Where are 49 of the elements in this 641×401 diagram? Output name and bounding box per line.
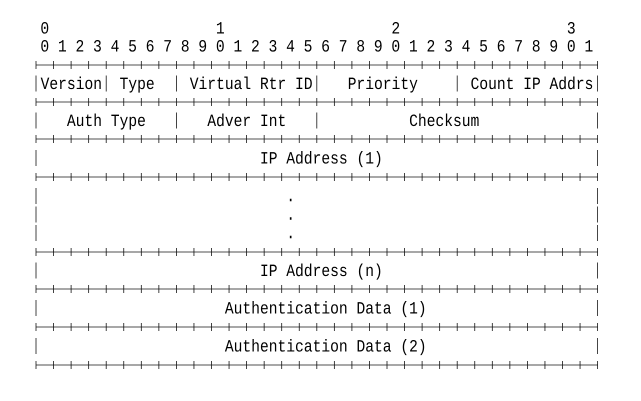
field-name: Virtual Rtr ID (190, 76, 312, 90)
bit-number: 8 (357, 40, 364, 52)
bit-number: 5 (480, 40, 487, 52)
bit-number: 7 (515, 40, 522, 52)
field-name: Checksum (410, 114, 479, 126)
bit-number: 8 (182, 40, 189, 52)
bit-number: 5 (304, 40, 312, 52)
ellipsis-dots: . . . (290, 198, 292, 238)
bit-number: 2 (392, 22, 400, 34)
bit-number: 9 (374, 40, 382, 52)
bit-number: 6 (146, 40, 154, 52)
bit-number: 1 (586, 40, 592, 52)
bit-number: 0 (392, 40, 400, 52)
field-name: IP Address (n) (261, 264, 380, 280)
bit-number: 3 (568, 22, 575, 34)
bit-number: 4 (286, 40, 294, 52)
field-name: Type (120, 78, 154, 93)
bit-number: 3 (444, 40, 452, 52)
field-name: Authentication Data (1) (224, 301, 424, 318)
bit-number: 4 (111, 40, 119, 52)
bit-number: 3 (269, 40, 276, 52)
bit-number: 2 (76, 40, 84, 52)
bit-number: 0 (568, 40, 575, 52)
bit-number: 9 (550, 40, 558, 52)
field-name: Adver Int (207, 114, 285, 126)
bit-number: 7 (164, 40, 171, 52)
bit-number: 2 (252, 40, 259, 52)
field-name: Auth Type (66, 114, 145, 130)
bit-number: 2 (428, 40, 434, 52)
field-name: IP Address (1) (261, 151, 380, 168)
bit-number: 0 (41, 22, 48, 34)
field-name: Authentication Data (2) (224, 339, 424, 356)
bit-number: 8 (532, 40, 540, 52)
bit-number: 6 (322, 40, 330, 52)
bit-number: 1 (59, 40, 66, 52)
bit-number: 1 (410, 40, 417, 52)
bit-number: 5 (129, 40, 136, 52)
bit-number: 6 (498, 40, 505, 52)
bit-number: 1 (234, 40, 242, 52)
bit-number: 7 (340, 40, 346, 52)
bit-number: 9 (199, 40, 206, 52)
bit-number: 1 (216, 22, 224, 34)
bit-number: 4 (462, 40, 470, 52)
bit-number: 0 (216, 40, 224, 52)
field-name: Version (40, 76, 101, 90)
bit-number: 3 (94, 40, 101, 52)
bit-number: 0 (41, 40, 48, 52)
field-name: Priority (348, 76, 418, 93)
field-name: Count IP Addrs (471, 76, 592, 90)
